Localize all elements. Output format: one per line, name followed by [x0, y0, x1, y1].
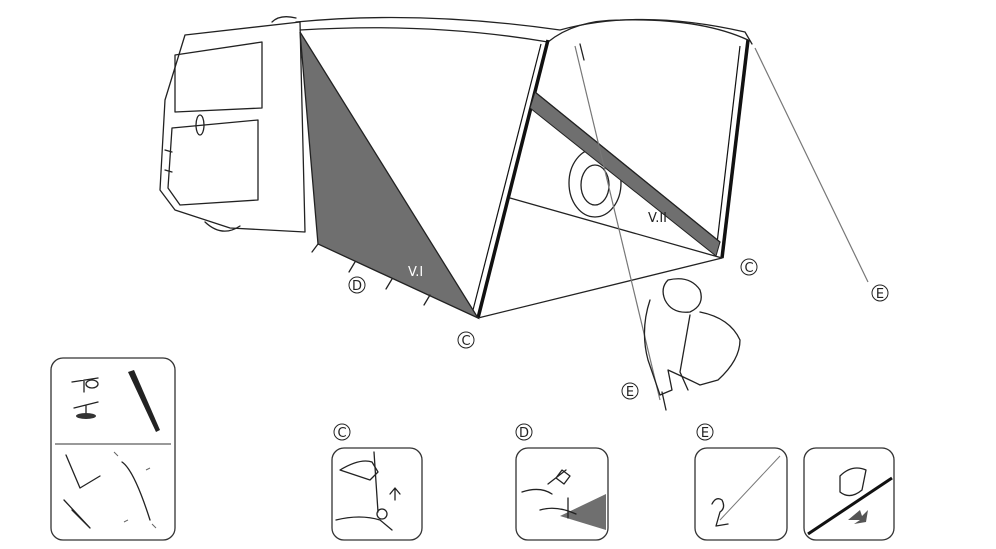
label-e-right: E: [871, 284, 889, 302]
wall-pegs: [311, 243, 431, 306]
guy-lines: [574, 45, 869, 401]
kneeling-person: [643, 278, 741, 411]
wrong-peg-icon: [63, 451, 157, 529]
svg-text:D: D: [352, 279, 362, 294]
svg-text:E: E: [701, 426, 709, 441]
svg-text:D: D: [519, 426, 529, 441]
svg-text:C: C: [744, 261, 753, 276]
svg-text:E: E: [876, 287, 884, 302]
detail-d: D: [515, 423, 609, 541]
svg-text:E: E: [626, 385, 634, 400]
fitting-icon: [71, 377, 99, 419]
label-v2: V.II: [648, 211, 667, 226]
label-c-right: C: [740, 258, 758, 276]
svg-text:C: C: [461, 334, 470, 349]
svg-text:C: C: [337, 426, 346, 441]
label-e-person: E: [621, 382, 639, 400]
accessories-panel: [50, 357, 176, 541]
label-v1: V.I: [408, 265, 423, 280]
detail-e: E: [694, 423, 895, 541]
side-wall-v1: [299, 31, 480, 320]
van: [159, 16, 306, 233]
label-c-left: C: [457, 331, 475, 349]
awning-frame: [295, 16, 753, 319]
label-d-main: D: [348, 276, 366, 294]
detail-c: C: [331, 423, 423, 541]
side-wall-v2: [529, 91, 721, 257]
tent-peg-icon: [128, 370, 160, 432]
